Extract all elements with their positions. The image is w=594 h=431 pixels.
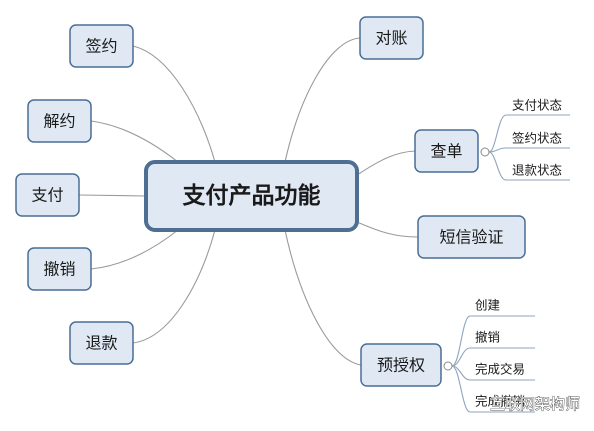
leaf-connector-query-0 <box>488 114 570 153</box>
leaf-connector-preauth-3 <box>451 365 535 413</box>
node-reconcile-label: 对账 <box>375 29 407 48</box>
node-sms[interactable]: 短信验证 <box>417 215 526 259</box>
leaf-complete-revoke[interactable]: 完成撤销 <box>475 394 525 409</box>
leaf-connector-query-1 <box>488 147 570 153</box>
connector-refund <box>132 229 216 344</box>
node-query[interactable]: 查单 <box>414 129 479 173</box>
node-reconcile[interactable]: 对账 <box>359 16 424 60</box>
leaf-connector-preauth-0 <box>451 315 535 367</box>
watermark: 互联网架构师 <box>490 395 580 413</box>
leaf-create[interactable]: 创建 <box>475 298 501 313</box>
leaf-refund-status[interactable]: 退款状态 <box>512 163 562 178</box>
node-refund-label: 退款 <box>85 334 117 353</box>
node-pay-label: 支付 <box>31 186 63 205</box>
leaf-complete-transaction[interactable]: 完成交易 <box>475 362 525 377</box>
node-sign-label: 签约 <box>85 37 117 56</box>
connector-query <box>356 150 416 176</box>
leaf-connector-lines <box>451 114 570 413</box>
connector-revoke <box>90 229 179 270</box>
root-node[interactable]: 支付产品功能 <box>144 160 359 232</box>
node-refund[interactable]: 退款 <box>69 321 134 365</box>
node-revoke[interactable]: 撤销 <box>27 247 92 291</box>
node-terminate[interactable]: 解约 <box>27 99 92 143</box>
connector-terminate <box>90 120 179 163</box>
node-pay[interactable]: 支付 <box>15 173 80 217</box>
connector-lines <box>78 37 419 366</box>
connector-sms <box>356 221 419 238</box>
leaf-connector-preauth-2 <box>451 365 535 381</box>
node-preauth-label: 预授权 <box>377 356 425 375</box>
root-node-label: 支付产品功能 <box>182 182 321 209</box>
leaf-connector-preauth-1 <box>451 347 535 367</box>
connector-preauth <box>284 229 362 366</box>
node-query-label: 查单 <box>430 142 462 161</box>
node-terminate-label: 解约 <box>43 112 75 131</box>
leaf-connector-query-2 <box>488 151 570 181</box>
node-sign[interactable]: 签约 <box>69 24 134 68</box>
connector-pay <box>78 194 147 197</box>
leaf-pay-status[interactable]: 支付状态 <box>512 98 562 113</box>
node-preauth-collapse-toggle[interactable] <box>443 361 453 371</box>
node-revoke-label: 撤销 <box>43 260 75 279</box>
leaf-sign-status[interactable]: 签约状态 <box>512 131 562 146</box>
node-preauth[interactable]: 预授权 <box>360 343 442 387</box>
node-query-collapse-toggle[interactable] <box>480 147 490 157</box>
connector-reconcile <box>284 37 361 163</box>
leaf-revoke[interactable]: 撤销 <box>475 330 500 345</box>
node-sms-label: 短信验证 <box>439 228 503 247</box>
connector-sign <box>132 45 216 163</box>
